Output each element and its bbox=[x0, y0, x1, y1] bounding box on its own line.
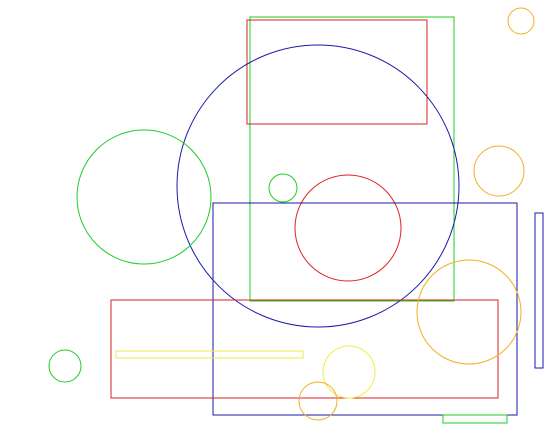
blue-circle-large bbox=[176, 44, 460, 328]
orange-circle-top-right bbox=[507, 7, 535, 35]
green-circle-left bbox=[76, 129, 212, 265]
green-rectangle-tall bbox=[249, 16, 455, 302]
orange-circle-bottom bbox=[298, 381, 338, 421]
orange-circle-mid-right bbox=[473, 145, 525, 197]
red-circle-center bbox=[294, 174, 402, 282]
green-circle-bottom-left bbox=[48, 349, 82, 383]
yellow-circle-lower bbox=[322, 345, 376, 399]
red-rectangle-wide bbox=[110, 299, 499, 399]
orange-circle-large-right bbox=[416, 259, 522, 365]
green-rectangle-bottom-right bbox=[442, 414, 508, 424]
blue-rectangle-lower bbox=[212, 202, 518, 416]
green-circle-small-center bbox=[268, 173, 298, 203]
red-rectangle-top bbox=[246, 19, 428, 125]
yellow-bar bbox=[115, 350, 304, 359]
blue-rectangle-thin-right bbox=[534, 212, 544, 369]
